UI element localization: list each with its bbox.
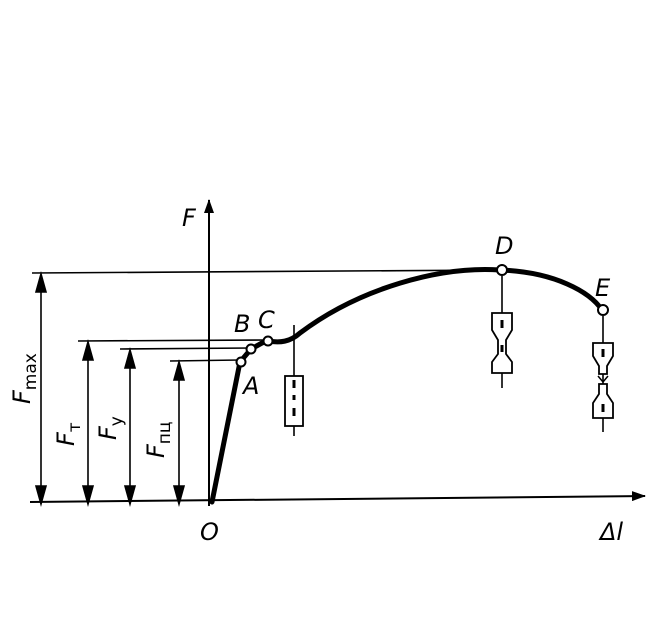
fy-reference-line — [119, 347, 253, 350]
fmax-reference-line — [31, 269, 501, 274]
point-e-marker — [597, 304, 609, 316]
svg-text:Fпц: Fпц — [142, 422, 175, 459]
point-a-label: A — [241, 372, 259, 400]
fmax-label: Fmax — [8, 353, 41, 404]
specimen-fracture-icon — [592, 316, 614, 432]
fmax-dimension-arrow — [34, 271, 48, 507]
fpc-dimension-arrow — [172, 359, 186, 507]
x-axis-label: Δl — [598, 518, 623, 546]
specimen-necking-icon — [491, 276, 513, 388]
svg-text:Fmax: Fmax — [8, 353, 41, 404]
point-b-marker — [245, 343, 257, 355]
point-b-label: B — [234, 310, 250, 338]
stress-strain-curve — [209, 267, 605, 505]
point-d-label: D — [495, 232, 513, 260]
specimen-initial-icon — [284, 325, 304, 436]
svg-text:Fу: Fу — [94, 416, 127, 440]
fy-dimension-arrow — [123, 347, 137, 507]
y-axis-label: F — [182, 204, 197, 232]
point-c-label: C — [258, 306, 275, 334]
point-a-marker — [235, 356, 247, 368]
point-c-marker — [262, 335, 274, 347]
ft-label: Fт — [52, 422, 85, 446]
fpc-label: Fпц — [142, 422, 175, 459]
origin-label: O — [200, 518, 219, 546]
x-axis — [29, 491, 646, 503]
fpc-reference-line — [169, 359, 241, 362]
fy-label: Fу — [94, 416, 127, 440]
point-e-label: E — [595, 274, 611, 302]
ft-reference-line — [77, 339, 269, 342]
ft-dimension-arrow — [81, 339, 95, 507]
svg-text:Fт: Fт — [52, 422, 85, 446]
point-d-marker — [496, 264, 508, 276]
